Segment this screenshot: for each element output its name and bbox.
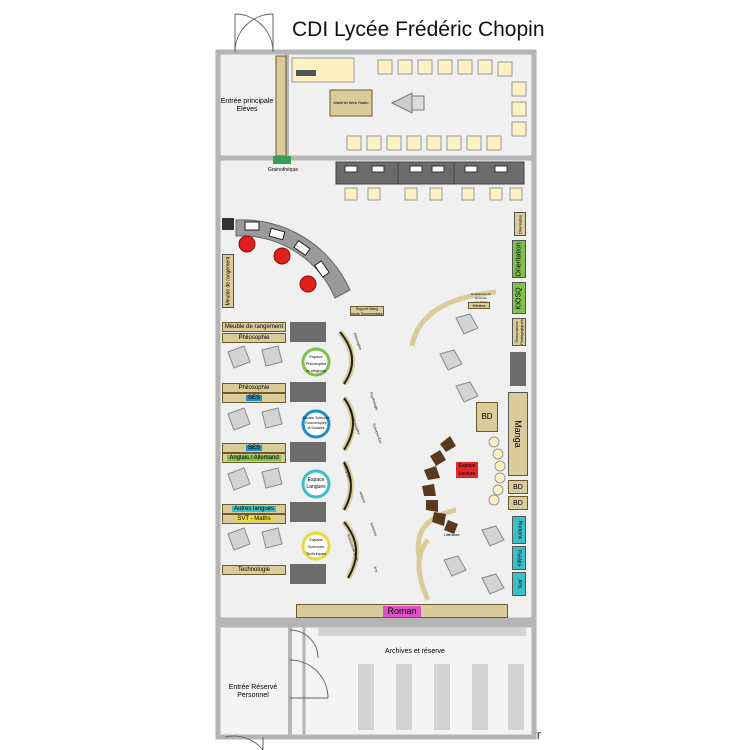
left-study-tables	[227, 345, 283, 551]
webradio-label: Matériel Web Radio	[333, 100, 369, 105]
bd-right-1: BD	[508, 480, 528, 494]
shelf-ses-2: SES	[222, 443, 286, 453]
circle-ses	[301, 409, 331, 439]
reading-cushions	[488, 436, 506, 506]
meuble-vertical: Meuble de rangement	[222, 254, 234, 308]
computer-desk-2	[397, 161, 455, 185]
ses-tag-2: SES	[245, 445, 262, 451]
space-langues: Espace Langues	[306, 477, 326, 490]
shelf-techno: Technologie	[222, 565, 286, 575]
romans-shelf: Romans	[512, 516, 526, 544]
projector-body	[411, 95, 425, 111]
orientation-small: Orientation	[514, 212, 526, 236]
space-ses: Espace Sciences Economiques et Sociales	[302, 416, 330, 430]
dark-tables	[290, 322, 326, 584]
small-printer	[222, 218, 234, 230]
circle-sciences	[301, 531, 331, 561]
stools-computers	[344, 187, 523, 201]
manga-shelf: Manga	[508, 392, 528, 476]
circle-philo	[301, 347, 331, 377]
orientation-shelf: Orientation	[512, 240, 526, 278]
bottom-door-arc	[224, 735, 264, 750]
archives-top-shelf	[318, 628, 526, 636]
theatre-shelf: Théâtre	[512, 546, 526, 570]
roman-tag: Roman	[383, 605, 421, 617]
shelf-anglais: Anglais / Allemand	[222, 453, 286, 463]
right-study-tables	[439, 313, 505, 595]
entrance-main-label: Entrée principale Elèves	[220, 98, 274, 113]
shelf-svt: SVT - Maths	[222, 514, 286, 524]
grainotheque-box	[273, 156, 291, 164]
anglais-tag: Anglais / Allemand	[227, 455, 281, 461]
archives-shelves	[358, 664, 524, 730]
bd-right-2: BD	[508, 496, 528, 510]
curved-shelves	[337, 330, 360, 580]
main-door-arc	[234, 13, 274, 53]
staff-door-arc	[289, 659, 329, 699]
curve-label-10: Littérature	[444, 533, 460, 537]
shelf-philo-1: Philosophie	[222, 333, 286, 343]
arc-top-right	[409, 289, 497, 347]
archives-door-arc	[289, 629, 319, 659]
monitors	[344, 165, 508, 173]
roman-shelf: Roman	[296, 604, 508, 618]
kiosq-shelf: KIOSQ	[512, 282, 526, 314]
page-title: CDI Lycée Frédéric Chopin	[292, 18, 545, 41]
ressources-shelf: Ressources Pédagogiques	[512, 318, 526, 346]
support-box: Support listing fonds Documentaire	[350, 306, 384, 316]
reading-seats	[422, 436, 458, 534]
entrance-shelf	[275, 55, 287, 157]
archives-label: Archives et réserve	[385, 648, 445, 655]
arts-shelf: Arts	[512, 572, 526, 596]
top-counter-item	[296, 70, 316, 76]
autres-tag: Autres langues	[231, 506, 277, 512]
ses-tag-1: SES	[245, 395, 262, 401]
shelf-meuble: Meuble de rangement	[222, 322, 286, 332]
entrance-staff-label: Entrée Réservé Personnel	[228, 684, 278, 699]
stools-top	[346, 59, 527, 151]
medias-tag: Médias	[468, 302, 490, 309]
grainotheque-label: Grainothèque	[267, 167, 299, 173]
bd-mid: BD	[476, 402, 498, 432]
shelf-philo-2: Philosophie	[222, 383, 286, 393]
webradio-box	[329, 89, 373, 117]
grey-column	[510, 352, 526, 386]
space-philo: Espace Philosophie et religions	[305, 354, 327, 373]
espace-lecture: Espace Lecture	[456, 462, 478, 478]
computer-desk-1	[335, 161, 399, 185]
circle-langues	[301, 469, 331, 499]
shelf-autres: Autres langues	[222, 504, 286, 514]
svt-tag: SVT - Maths	[235, 516, 273, 522]
arc-bottom-right-2	[416, 538, 431, 602]
computer-desk-3	[453, 161, 525, 185]
space-sciences: Espace Sciences Techniques	[305, 537, 327, 556]
arc-desk-computers	[244, 221, 330, 278]
shelf-ses-1: SES	[222, 393, 286, 403]
main-door-arc2	[234, 13, 274, 53]
red-chairs	[238, 235, 317, 293]
